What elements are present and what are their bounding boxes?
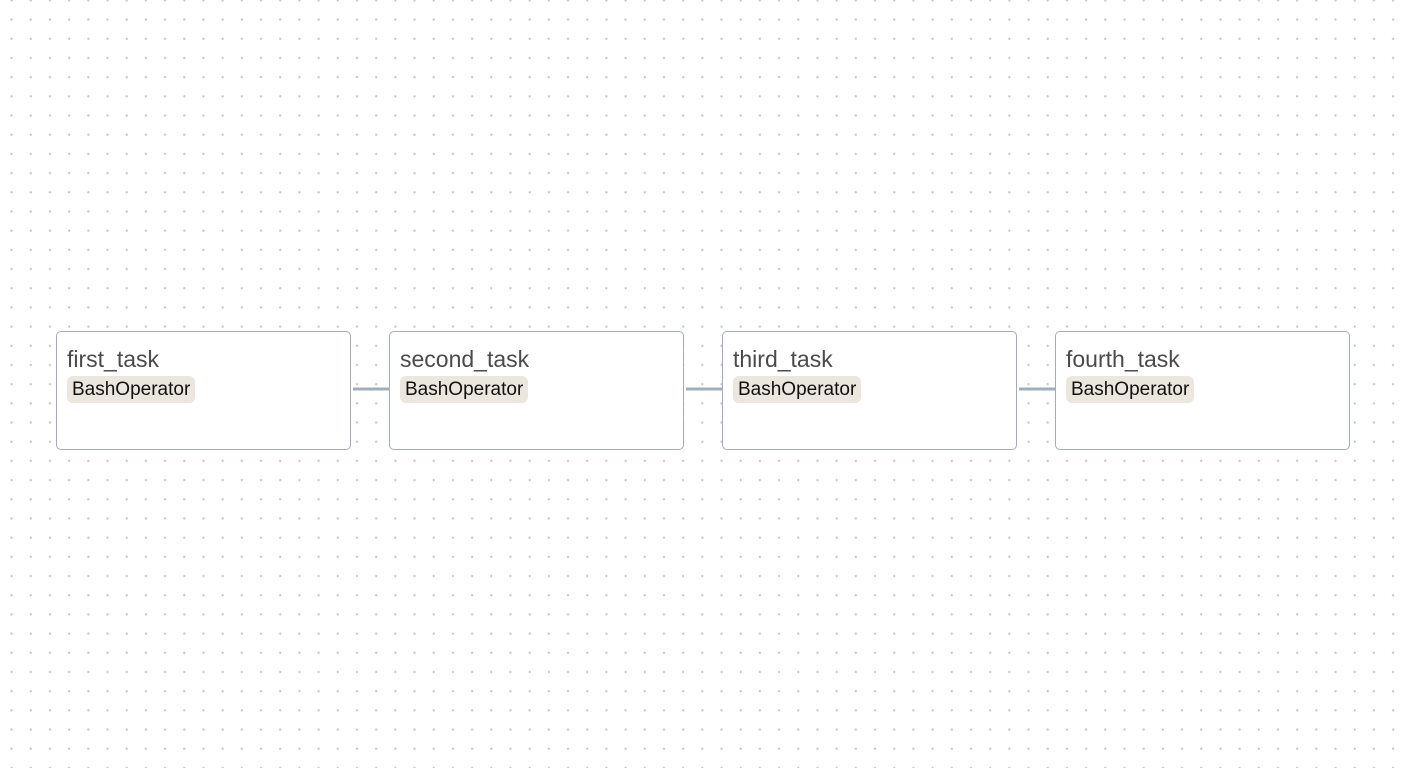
task-node-fourth[interactable]: fourth_task BashOperator bbox=[1055, 331, 1350, 450]
task-node-second[interactable]: second_task BashOperator bbox=[389, 331, 684, 450]
task-node-first[interactable]: first_task BashOperator bbox=[56, 331, 351, 450]
task-name: first_task bbox=[67, 346, 160, 372]
task-name: third_task bbox=[733, 346, 833, 372]
operator-badge: BashOperator bbox=[400, 376, 529, 403]
operator-badge: BashOperator bbox=[67, 376, 196, 403]
task-node-third[interactable]: third_task BashOperator bbox=[722, 331, 1017, 450]
task-name: second_task bbox=[400, 346, 530, 372]
operator-badge: BashOperator bbox=[733, 376, 862, 403]
operator-badge: BashOperator bbox=[1066, 376, 1195, 403]
task-name: fourth_task bbox=[1066, 346, 1180, 372]
